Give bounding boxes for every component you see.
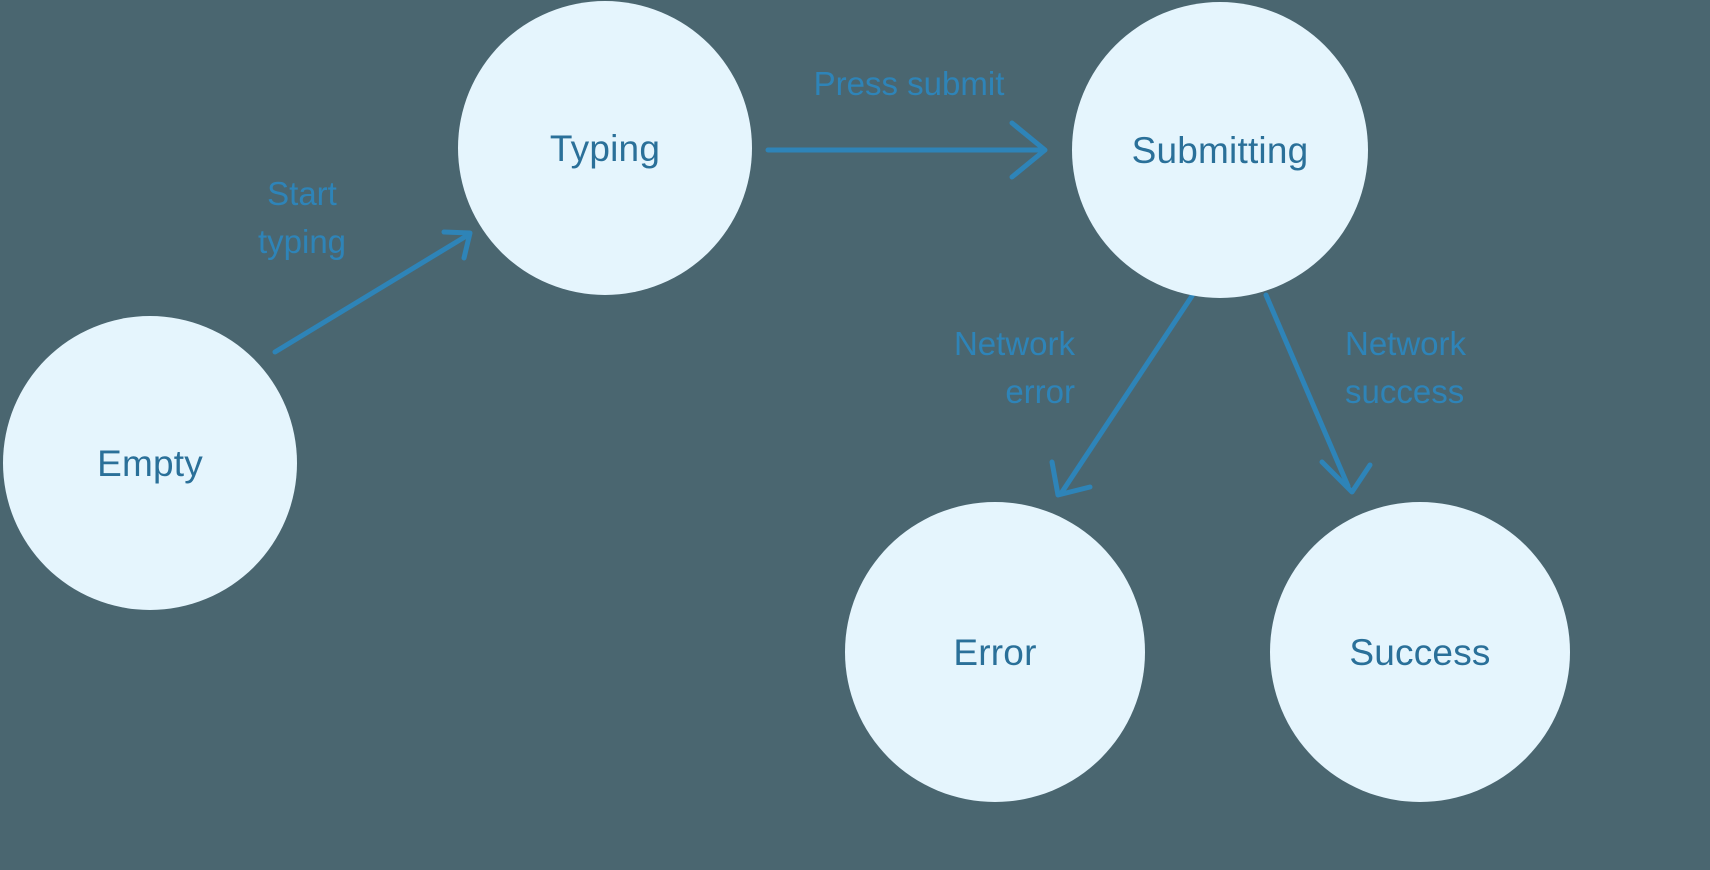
- edge-empty-to-typing: [272, 229, 473, 355]
- state-node-error-label: Error: [953, 631, 1037, 673]
- state-node-empty[interactable]: Empty: [3, 316, 297, 610]
- edge-label-press-submit: Press submit: [813, 65, 1005, 102]
- edge-submitting-to-error: [1049, 293, 1195, 498]
- state-node-submitting-label: Submitting: [1131, 129, 1309, 171]
- state-node-empty-label: Empty: [97, 442, 203, 484]
- state-node-submitting[interactable]: Submitting: [1072, 2, 1368, 298]
- state-node-success-label: Success: [1349, 631, 1491, 673]
- state-node-error[interactable]: Error: [845, 502, 1145, 802]
- state-node-typing-label: Typing: [549, 127, 661, 169]
- edge-label-network-error: Network error: [953, 325, 1075, 411]
- state-node-typing[interactable]: Typing: [458, 1, 752, 295]
- edge-typing-to-submitting: [765, 120, 1048, 180]
- edge-label-start-typing: Start typing: [257, 175, 347, 261]
- edge-submitting-to-success: [1263, 292, 1373, 495]
- edge-label-network-success: Network success: [1345, 325, 1467, 411]
- state-node-success[interactable]: Success: [1270, 502, 1570, 802]
